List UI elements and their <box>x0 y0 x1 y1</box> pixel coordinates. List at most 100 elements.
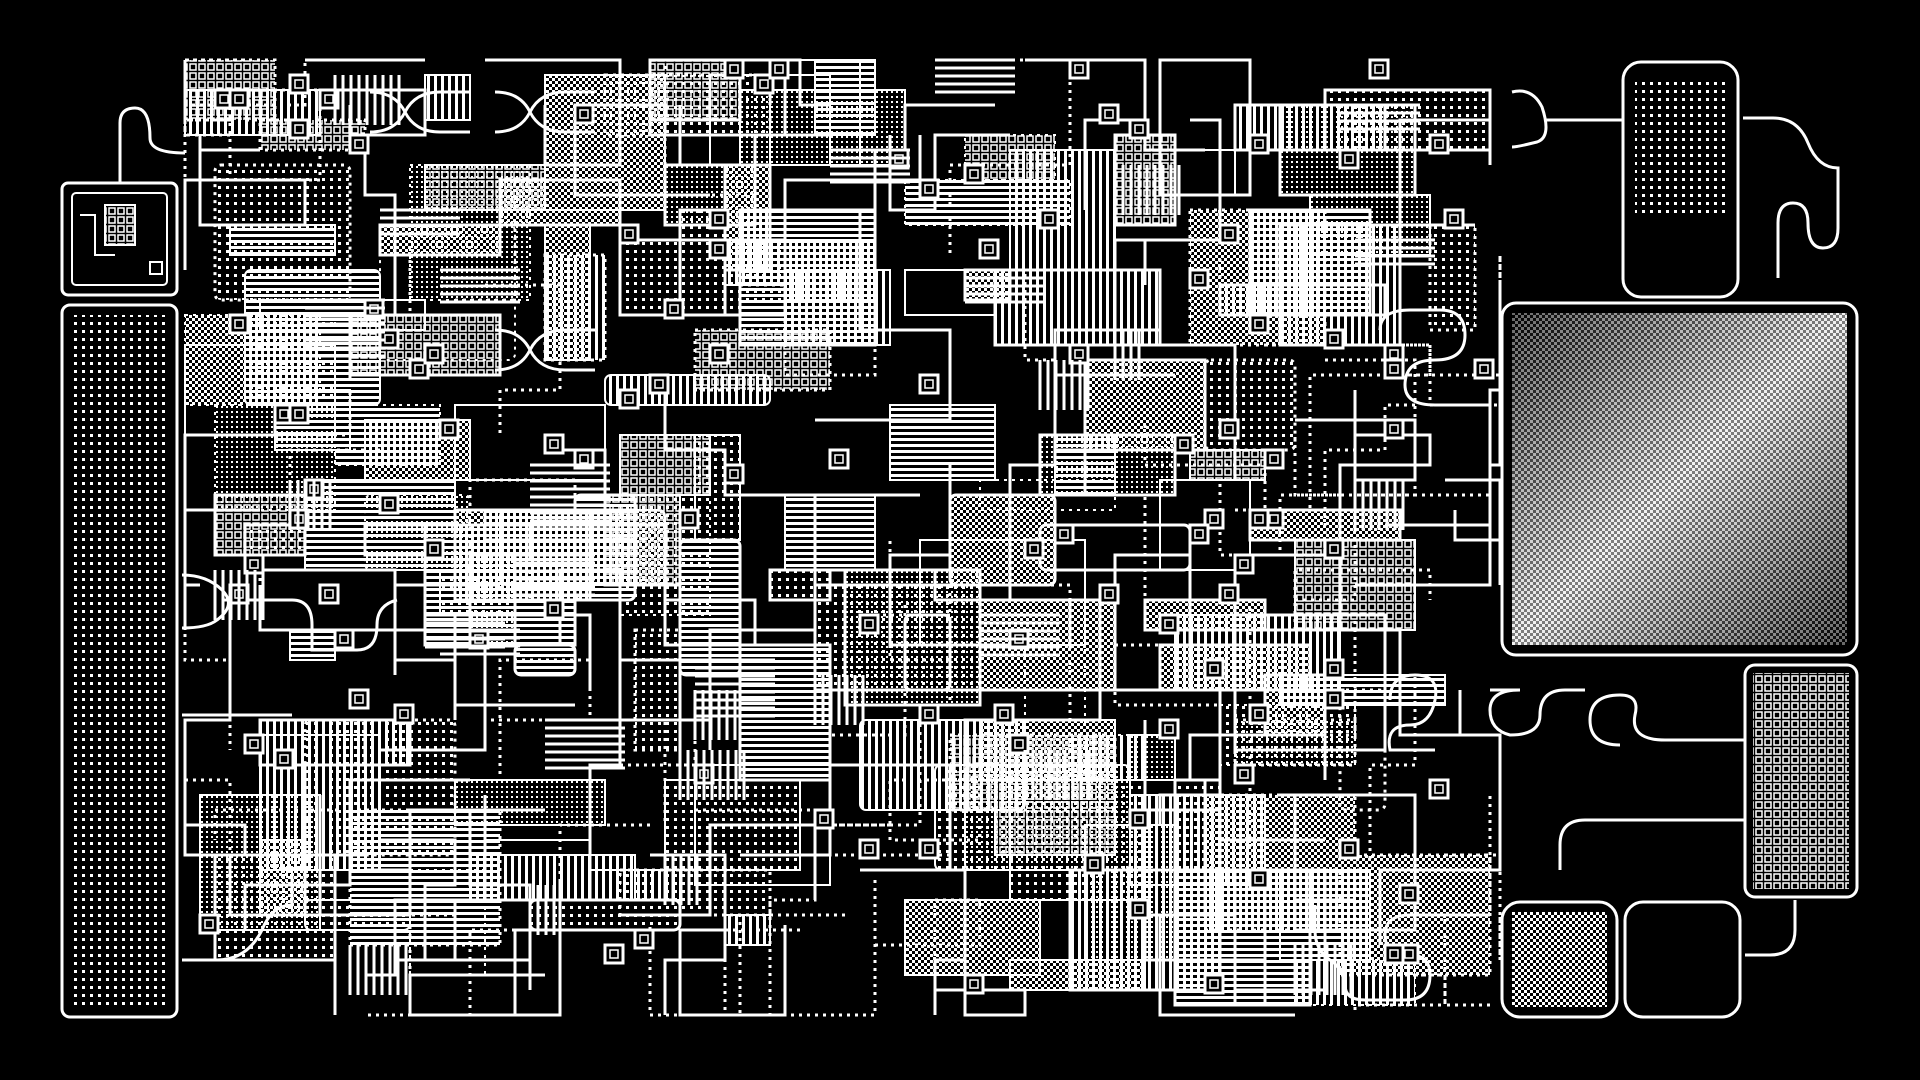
board-pad <box>1329 544 1339 554</box>
board-pad <box>729 469 739 479</box>
board-pad <box>324 589 334 599</box>
board-pad <box>1209 514 1219 524</box>
board-pad <box>924 379 934 389</box>
board-pad <box>1254 319 1264 329</box>
board-pad <box>714 244 724 254</box>
board-pad <box>969 979 979 989</box>
board-pad <box>579 109 589 119</box>
board-trace <box>888 465 1010 647</box>
board-block <box>1294 959 1416 1006</box>
board-trace <box>1325 675 1417 872</box>
board-trace <box>1445 853 1502 960</box>
board-pad <box>774 64 784 74</box>
board-pad <box>1404 889 1414 899</box>
board-trace <box>1323 403 1415 540</box>
board-pad <box>354 694 364 704</box>
board-pad <box>1329 664 1339 674</box>
board-trace <box>528 523 695 647</box>
board-trace <box>665 598 757 780</box>
board-pad <box>429 349 439 359</box>
board-trace <box>1295 420 1492 602</box>
board-block <box>454 779 606 826</box>
board-pad <box>1074 64 1084 74</box>
board-pad <box>1209 664 1219 674</box>
board-pad <box>1134 904 1144 914</box>
board-trace <box>513 880 650 1017</box>
board-pad <box>1134 814 1144 824</box>
board-pad <box>234 319 244 329</box>
board-trace <box>1158 913 1295 1017</box>
board-pad <box>1434 139 1444 149</box>
board-pad <box>1329 694 1339 704</box>
board-block <box>889 404 996 481</box>
board-trace <box>875 540 952 662</box>
board-block <box>1009 959 1146 991</box>
board-pad <box>1269 514 1279 524</box>
board-trace <box>303 810 412 917</box>
board-pad <box>714 349 724 359</box>
board-block <box>334 404 441 466</box>
board-pad <box>1029 544 1039 554</box>
board-pad <box>1224 229 1234 239</box>
board-trace <box>738 880 877 1017</box>
board-trace <box>183 495 200 630</box>
board-trace <box>1008 373 1175 600</box>
board-pad <box>1479 364 1489 374</box>
board-block <box>378 223 502 257</box>
board-pad <box>1344 154 1354 164</box>
board-pad <box>324 94 334 104</box>
board-pad <box>219 94 229 104</box>
board-block <box>184 314 321 406</box>
board-pad <box>1044 214 1054 224</box>
board-pad <box>1239 559 1249 569</box>
board-pad <box>924 844 934 854</box>
board-pad <box>609 949 619 959</box>
board-pad <box>1014 739 1024 749</box>
board-pad <box>249 739 259 749</box>
board-pad <box>684 514 694 524</box>
board-pad <box>384 334 394 344</box>
board-trace <box>1353 973 1447 1015</box>
board-trace <box>1158 793 1325 842</box>
board-pad <box>1404 949 1414 959</box>
board-pad <box>354 139 364 149</box>
board-pad <box>279 409 289 419</box>
central-circuit-board <box>183 58 1502 1017</box>
board-trace <box>183 600 232 827</box>
board-block <box>618 238 787 317</box>
board-pad <box>234 94 244 104</box>
board-pad <box>1164 724 1174 734</box>
board-trace <box>183 405 277 512</box>
board-trace <box>1295 390 1417 482</box>
board-trace <box>1280 793 1417 932</box>
board-trace <box>1218 480 1340 557</box>
board-trace <box>648 58 787 137</box>
board-pad <box>549 604 559 614</box>
board-block <box>1174 149 1236 196</box>
board-pad <box>249 559 259 569</box>
board-pad <box>819 814 829 824</box>
board-trace <box>183 105 230 195</box>
board-pad <box>729 64 739 74</box>
board-trace <box>363 150 455 317</box>
board-block <box>784 494 876 571</box>
right-module-top <box>1511 60 1840 299</box>
board-pad <box>294 124 304 134</box>
board-trace <box>380 838 457 960</box>
board-pad <box>384 499 394 509</box>
board-trace <box>1175 568 1432 632</box>
board-pad <box>1224 424 1234 434</box>
board-pad <box>759 79 769 89</box>
board-block <box>1218 283 1387 317</box>
board-trace <box>678 105 830 167</box>
board-pad <box>339 634 349 644</box>
board-block <box>993 268 1162 347</box>
right-fade-panel <box>1378 301 1859 657</box>
board-pad <box>1104 109 1114 119</box>
board-trace <box>183 778 232 857</box>
board-pad <box>1344 844 1354 854</box>
right-grid-panel <box>1387 663 1859 899</box>
board-trace <box>860 868 967 1015</box>
left-module <box>60 106 186 1019</box>
